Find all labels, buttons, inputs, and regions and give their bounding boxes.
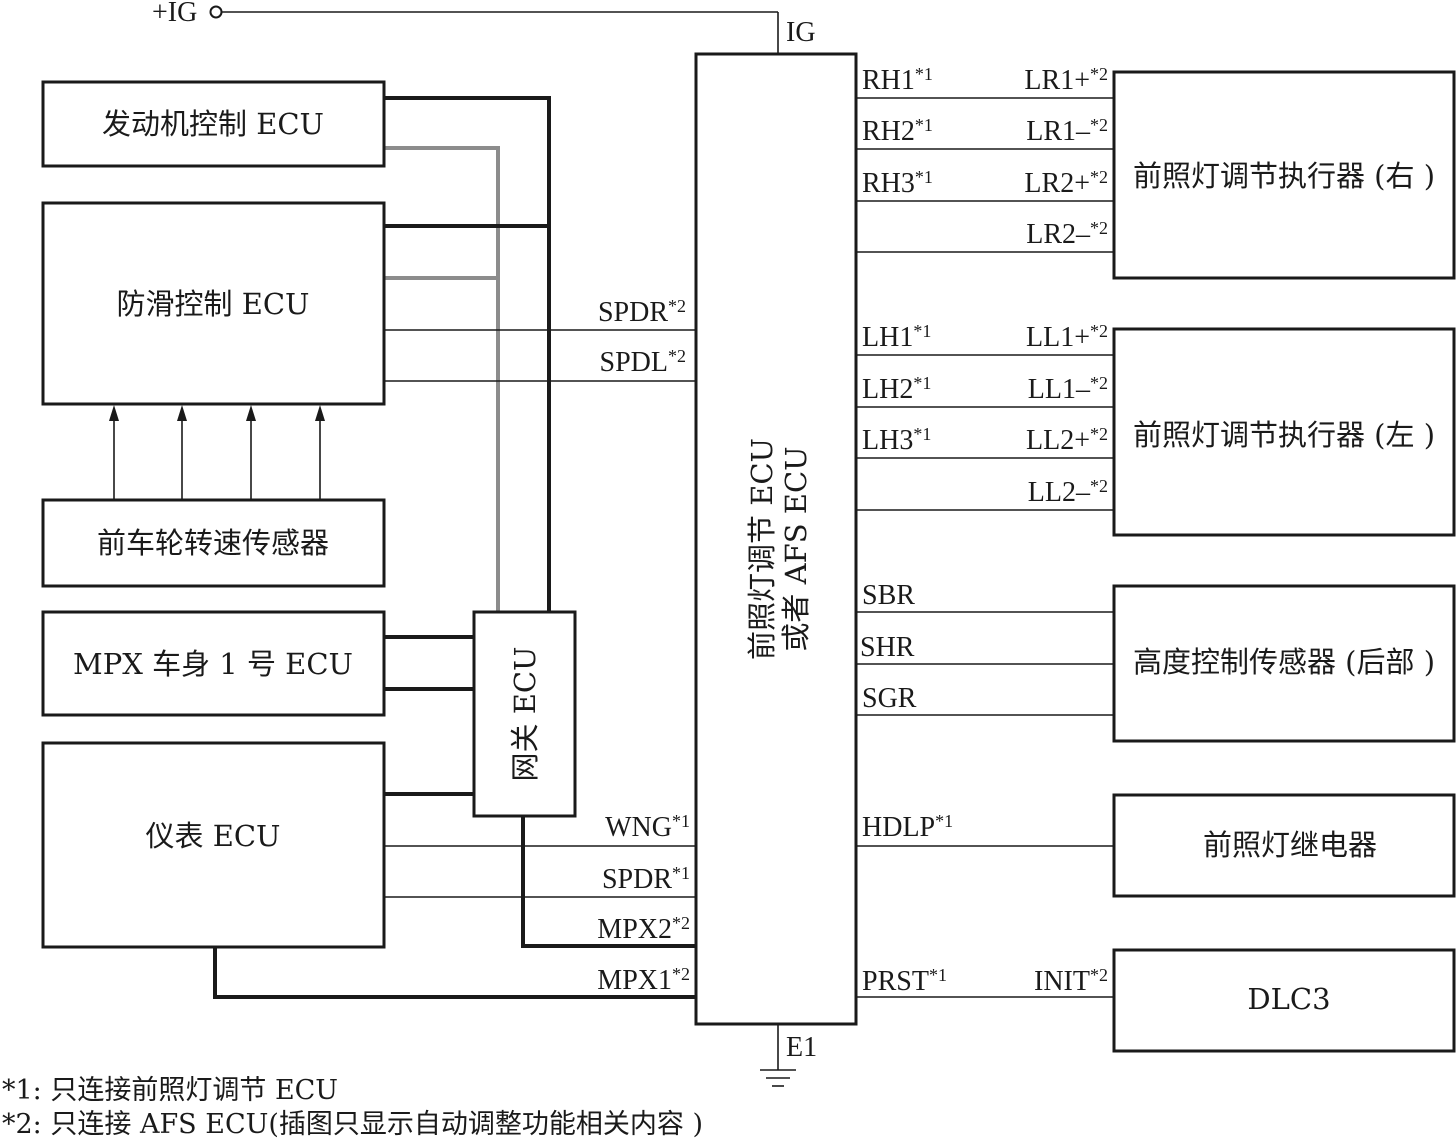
actuator-right-box: 前照灯调节执行器 (右 ): [1112, 70, 1456, 280]
right-wires: [856, 97, 1114, 998]
footnote-1: *1: 只连接前照灯调节 ECU: [2, 1075, 338, 1106]
gray-bus: [384, 146, 500, 612]
actuator-left-label: 前照灯调节执行器 (左 ): [1133, 418, 1435, 452]
pin-ll2-plus: LL2+*2: [1026, 424, 1108, 456]
pin-lr2-plus: LR2+*2: [1024, 167, 1108, 199]
meter-ecu-box: 仪表 ECU: [41, 741, 386, 949]
pin-spdr-meter: SPDR*1: [602, 863, 690, 895]
ig-terminal-icon: [209, 5, 223, 19]
center-ecu-label-line1: 前照灯调节 ECU: [745, 438, 779, 660]
meter-ecu-label: 仪表 ECU: [145, 819, 280, 853]
ground-icon: [760, 1069, 796, 1087]
pin-rh1: RH1*1: [862, 64, 933, 96]
pin-rh3: RH3*1: [862, 167, 933, 199]
pin-lh2: LH2*1: [862, 373, 931, 405]
pin-mpx1: MPX1*2: [597, 964, 690, 996]
dlc3-box: DLC3: [1112, 948, 1456, 1053]
engine-ecu-label: 发动机控制 ECU: [102, 107, 324, 141]
pin-lr1-plus: LR1+*2: [1024, 64, 1108, 96]
wheel-sensor-box: 前车轮转速传感器: [41, 498, 386, 588]
pin-mpx2: MPX2*2: [597, 913, 690, 945]
ig-pin-label: IG: [786, 17, 816, 48]
pin-ll2-minus: LL2–*2: [1028, 476, 1108, 508]
pin-spdl-abs: SPDL*2: [600, 346, 686, 378]
pin-prst: PRST*1: [862, 965, 947, 997]
actuator-left-box: 前照灯调节执行器 (左 ): [1112, 327, 1456, 537]
pin-sgr: SGR: [862, 683, 917, 714]
headlamp-leveling-ecu-box: 前照灯调节 ECU 或者 AFS ECU: [694, 52, 858, 1026]
pin-rh2: RH2*1: [862, 115, 933, 147]
gateway-ecu-label: 网关 ECU: [508, 646, 542, 781]
pin-lr1-minus: LR1–*2: [1026, 115, 1108, 147]
abs-ecu-label: 防滑控制 ECU: [116, 287, 309, 321]
ground-pin-label: E1: [786, 1032, 817, 1063]
ig-supply-line: [222, 11, 779, 54]
pin-wng: WNG*1: [605, 811, 690, 843]
wheel-sensor-label: 前车轮转速传感器: [97, 526, 329, 560]
headlamp-relay-label: 前照灯继电器: [1203, 828, 1377, 862]
pin-ll1-minus: LL1–*2: [1028, 373, 1108, 405]
height-sensor-box: 高度控制传感器 (后部 ): [1112, 584, 1456, 743]
center-ecu-label-line2: 或者 AFS ECU: [779, 446, 813, 651]
pin-hdlp: HDLP*1: [862, 811, 953, 843]
actuator-right-label: 前照灯调节执行器 (右 ): [1133, 159, 1435, 193]
wheel-speed-arrows: [109, 405, 325, 500]
pin-lh3: LH3*1: [862, 424, 931, 456]
gateway-ecu-box: 网关 ECU: [472, 610, 577, 818]
ig-supply-label: +IG: [152, 0, 197, 28]
mpx-body-ecu-box: MPX 车身 1 号 ECU: [41, 610, 386, 717]
pin-init: INIT*2: [1034, 965, 1108, 997]
left-wires: [384, 329, 696, 898]
pin-lr2-minus: LR2–*2: [1026, 218, 1108, 250]
abs-ecu-box: 防滑控制 ECU: [41, 201, 386, 406]
headlamp-relay-box: 前照灯继电器: [1112, 793, 1456, 898]
pin-lh1: LH1*1: [862, 321, 931, 353]
dlc3-label: DLC3: [1247, 982, 1330, 1016]
pin-spdr-abs: SPDR*2: [598, 296, 686, 328]
pin-shr: SHR: [860, 632, 915, 663]
footnote-2: *2: 只连接 AFS ECU(插图只显示自动调整功能相关内容 ): [2, 1109, 703, 1140]
engine-ecu-box: 发动机控制 ECU: [41, 80, 386, 168]
mpx-body-ecu-label: MPX 车身 1 号 ECU: [73, 647, 353, 681]
black-bus: [213, 96, 696, 999]
pin-ll1-plus: LL1+*2: [1026, 321, 1108, 353]
pin-sbr: SBR: [862, 580, 915, 611]
height-sensor-label: 高度控制传感器 (后部 ): [1133, 645, 1435, 679]
